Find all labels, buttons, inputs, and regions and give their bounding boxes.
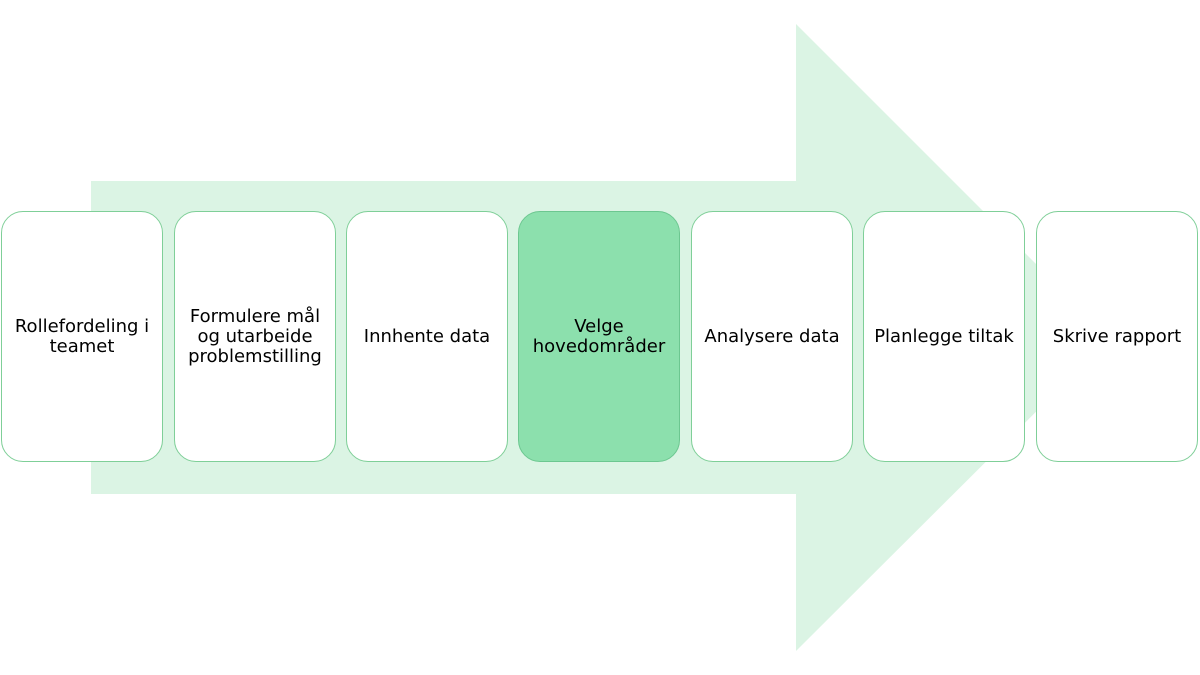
step-label: Planlegge tiltak [874,325,1014,347]
step-velge-hovedomraader: Velge hovedområder [518,211,680,462]
step-label: Formulere mål og utarbeide problemstilli… [188,305,322,367]
step-label: Analysere data [704,325,840,347]
step-formulere-maal: Formulere mål og utarbeide problemstilli… [174,211,336,462]
step-label: Skrive rapport [1052,325,1182,347]
step-innhente-data: Innhente data [346,211,508,462]
step-label: Innhente data [363,325,491,347]
step-label: Velge hovedområder [532,315,666,357]
step-label: Rollefordeling i teamet [14,315,150,357]
step-analysere-data: Analysere data [691,211,853,462]
step-planlegge-tiltak: Planlegge tiltak [863,211,1025,462]
step-skrive-rapport: Skrive rapport [1036,211,1198,462]
step-rollefordeling: Rollefordeling i teamet [1,211,163,462]
